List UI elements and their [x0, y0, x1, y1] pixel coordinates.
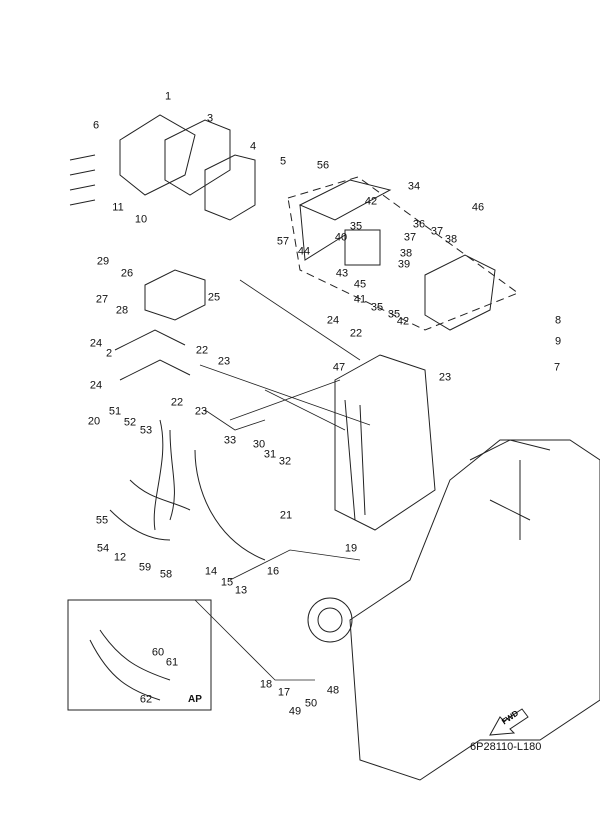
part-label-2: 2 — [105, 347, 113, 360]
part-label-36: 36 — [412, 218, 426, 231]
part-label-24: 24 — [326, 314, 340, 327]
part-label-40: 40 — [334, 231, 348, 244]
part-label-1: 1 — [164, 90, 172, 103]
part-label-30: 30 — [252, 438, 266, 451]
part-label-24: 24 — [89, 337, 103, 350]
part-label-21: 21 — [279, 509, 293, 522]
part-label-18: 18 — [259, 678, 273, 691]
part-label-60: 60 — [151, 646, 165, 659]
part-label-16: 16 — [266, 565, 280, 578]
part-label-28: 28 — [115, 304, 129, 317]
part-label-57: 57 — [276, 235, 290, 248]
engine-detail — [469, 439, 551, 540]
part-label-43: 43 — [335, 267, 349, 280]
part-label-8: 8 — [554, 314, 562, 327]
part-label-42: 42 — [396, 315, 410, 328]
part-label-46: 46 — [471, 201, 485, 214]
part-label-13: 13 — [234, 584, 248, 597]
part-4-bracket — [204, 154, 256, 221]
part-label-5: 5 — [279, 155, 287, 168]
part-label-23: 23 — [438, 371, 452, 384]
part-label-35: 35 — [349, 220, 363, 233]
part-label-54: 54 — [96, 542, 110, 555]
part-label-55: 55 — [95, 514, 109, 527]
part-3-gasket — [164, 119, 231, 196]
part-label-34: 34 — [407, 180, 421, 193]
part-62-harness — [89, 629, 171, 701]
leader-lines — [194, 279, 371, 681]
part-label-37: 37 — [403, 231, 417, 244]
part-label-14: 14 — [204, 565, 218, 578]
part-1-shape — [119, 114, 196, 196]
box-detail — [344, 399, 366, 521]
part-label-33: 33 — [223, 434, 237, 447]
part-label-25: 25 — [207, 291, 221, 304]
part-label-44: 44 — [297, 245, 311, 258]
part-label-23: 23 — [194, 405, 208, 418]
part-label-22: 22 — [170, 396, 184, 409]
part-label-10: 10 — [134, 213, 148, 226]
part-label-32: 32 — [278, 455, 292, 468]
drawing-code: 6P28110-L180 — [470, 741, 542, 753]
part-label-62: 62 — [139, 693, 153, 706]
part-label-6: 6 — [92, 119, 100, 132]
part-label-38: 38 — [444, 233, 458, 246]
part-label-22: 22 — [195, 344, 209, 357]
part-label-49: 49 — [288, 705, 302, 718]
part-label-24: 24 — [89, 379, 103, 392]
part-label-61: 61 — [165, 656, 179, 669]
part-label-4: 4 — [249, 140, 257, 153]
part-label-15: 15 — [220, 576, 234, 589]
part-label-12: 12 — [113, 551, 127, 564]
part-label-27: 27 — [95, 293, 109, 306]
part-label-35: 35 — [387, 308, 401, 321]
part-44-cover — [298, 179, 392, 261]
wire-harness — [109, 419, 266, 561]
part-label-17: 17 — [277, 686, 291, 699]
part-label-56: 56 — [316, 159, 330, 172]
part-label-35: 35 — [370, 301, 384, 314]
part-label-29: 29 — [96, 255, 110, 268]
part-label-9: 9 — [554, 335, 562, 348]
ap-variant-label: AP — [188, 694, 202, 705]
part-19-electrical-box — [334, 354, 436, 531]
part-label-39: 39 — [397, 258, 411, 271]
part-label-52: 52 — [123, 416, 137, 429]
part-label-19: 19 — [344, 542, 358, 555]
part-label-45: 45 — [353, 278, 367, 291]
part-2-bracket — [114, 329, 191, 381]
part-43-frame — [344, 229, 381, 266]
fwd-arrow-icon — [489, 708, 529, 736]
part-label-38: 38 — [399, 247, 413, 260]
throttle-body — [307, 597, 353, 643]
engine-block — [349, 439, 600, 781]
part-label-26: 26 — [120, 267, 134, 280]
part-label-3: 3 — [206, 112, 214, 125]
part-label-51: 51 — [108, 405, 122, 418]
ap-variant-box — [67, 599, 212, 711]
part-25-coil — [144, 269, 206, 321]
part-label-22: 22 — [349, 327, 363, 340]
part-label-48: 48 — [326, 684, 340, 697]
group-34-dashed-outline — [287, 176, 520, 331]
part-label-31: 31 — [263, 448, 277, 461]
part-label-53: 53 — [139, 424, 153, 437]
part-label-42: 42 — [364, 195, 378, 208]
part-label-20: 20 — [87, 415, 101, 428]
part-label-59: 59 — [138, 561, 152, 574]
part-label-7: 7 — [553, 361, 561, 374]
part-label-23: 23 — [217, 355, 231, 368]
part-label-37: 37 — [430, 225, 444, 238]
part-label-47: 47 — [332, 361, 346, 374]
part-label-41: 41 — [353, 293, 367, 306]
part-label-58: 58 — [159, 568, 173, 581]
part-label-11: 11 — [112, 201, 124, 214]
wire-leads — [69, 154, 96, 206]
ecu-unit — [424, 254, 496, 331]
part-label-50: 50 — [304, 697, 318, 710]
